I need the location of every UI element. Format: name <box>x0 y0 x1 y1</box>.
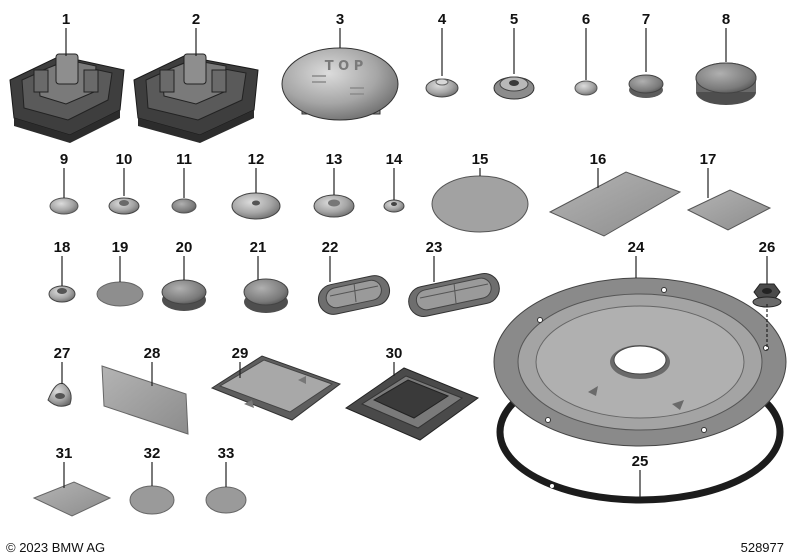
label-part-33: 33 <box>218 445 235 462</box>
part-number-labels: 1 2 3 4 5 6 7 8 9 10 11 12 13 14 15 16 1… <box>54 11 776 470</box>
leader-lines <box>61 28 768 498</box>
part-2-jack-pad <box>133 53 259 143</box>
label-part-4: 4 <box>438 11 447 28</box>
label-part-17: 17 <box>700 151 717 168</box>
label-part-21: 21 <box>250 239 267 256</box>
label-part-26: 26 <box>759 239 776 256</box>
part-4-plug <box>425 78 459 98</box>
label-part-23: 23 <box>426 239 443 256</box>
part-18-grommet <box>48 285 76 303</box>
part-19-disc <box>96 281 144 307</box>
part-3-top-cap: T O P <box>281 47 399 121</box>
label-part-28: 28 <box>144 345 161 362</box>
part-5-grommet <box>493 76 535 100</box>
part-11-plug <box>171 198 197 214</box>
label-part-13: 13 <box>326 151 343 168</box>
copyright-notice: © 2023 BMW AG <box>6 540 106 555</box>
part-33-disc <box>205 486 247 514</box>
part-22-oval-plug <box>317 275 391 315</box>
diagram-number: 528977 <box>740 540 784 555</box>
label-part-15: 15 <box>472 151 489 168</box>
part-10-plug <box>108 197 140 215</box>
part-29-square-cover <box>210 355 342 421</box>
label-part-8: 8 <box>722 11 730 28</box>
part-26-nut <box>752 283 782 308</box>
label-part-7: 7 <box>642 11 650 28</box>
label-part-31: 31 <box>56 445 73 462</box>
part-17-pad <box>686 189 772 231</box>
label-part-24: 24 <box>628 239 645 256</box>
label-part-25: 25 <box>632 453 649 470</box>
label-part-12: 12 <box>248 151 265 168</box>
part-16-pad <box>548 171 682 237</box>
label-part-3: 3 <box>336 11 344 28</box>
part-28-sheet <box>101 365 189 435</box>
label-part-5: 5 <box>510 11 518 28</box>
part-13-plug <box>313 194 355 218</box>
part-23-oval-plug <box>408 273 500 317</box>
part-1-jack-pad <box>9 53 125 143</box>
part-8-plug <box>695 62 757 105</box>
part-9-plug <box>49 197 79 215</box>
part-30-square-grommet <box>344 367 480 441</box>
label-part-14: 14 <box>386 151 403 168</box>
label-part-30: 30 <box>386 345 403 362</box>
label-part-18: 18 <box>54 239 71 256</box>
part-27-clip <box>47 382 72 407</box>
label-part-9: 9 <box>60 151 68 168</box>
label-part-1: 1 <box>62 11 70 28</box>
part-6-plug <box>574 80 598 96</box>
part-15-disc <box>431 175 529 233</box>
label-part-29: 29 <box>232 345 249 362</box>
label-part-6: 6 <box>582 11 590 28</box>
part-31-pad <box>32 481 112 517</box>
part-21-plug <box>243 278 289 313</box>
label-part-32: 32 <box>144 445 161 462</box>
part-20-plug <box>161 279 207 311</box>
label-part-16: 16 <box>590 151 607 168</box>
part-14-plug <box>383 199 405 213</box>
part-32-disc <box>129 485 175 515</box>
label-part-20: 20 <box>176 239 193 256</box>
label-part-11: 11 <box>176 151 192 168</box>
part-7-plug <box>628 74 664 98</box>
part-24-cover-plate <box>493 277 787 447</box>
cap-text: T O P <box>325 59 364 74</box>
label-part-27: 27 <box>54 345 71 362</box>
label-part-10: 10 <box>116 151 133 168</box>
label-part-19: 19 <box>112 239 129 256</box>
label-part-2: 2 <box>192 11 200 28</box>
label-part-22: 22 <box>322 239 339 256</box>
part-12-plug <box>231 192 281 220</box>
